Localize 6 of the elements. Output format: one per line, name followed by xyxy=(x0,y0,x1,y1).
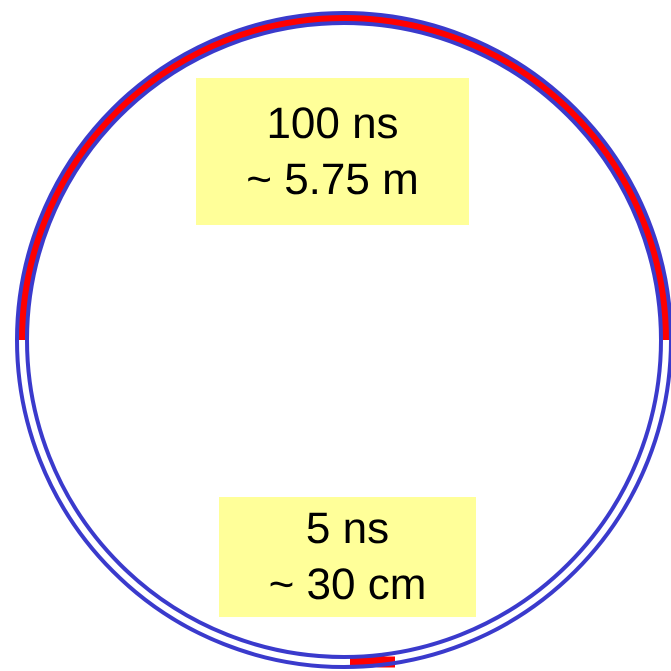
label-text: ~ 30 cm xyxy=(268,559,426,611)
label-box xyxy=(196,78,469,225)
label-text: 100 ns xyxy=(266,98,399,150)
label-text: ~ 5.75 m xyxy=(246,154,419,206)
label-text: 5 ns xyxy=(306,503,390,555)
label-box xyxy=(219,497,476,617)
